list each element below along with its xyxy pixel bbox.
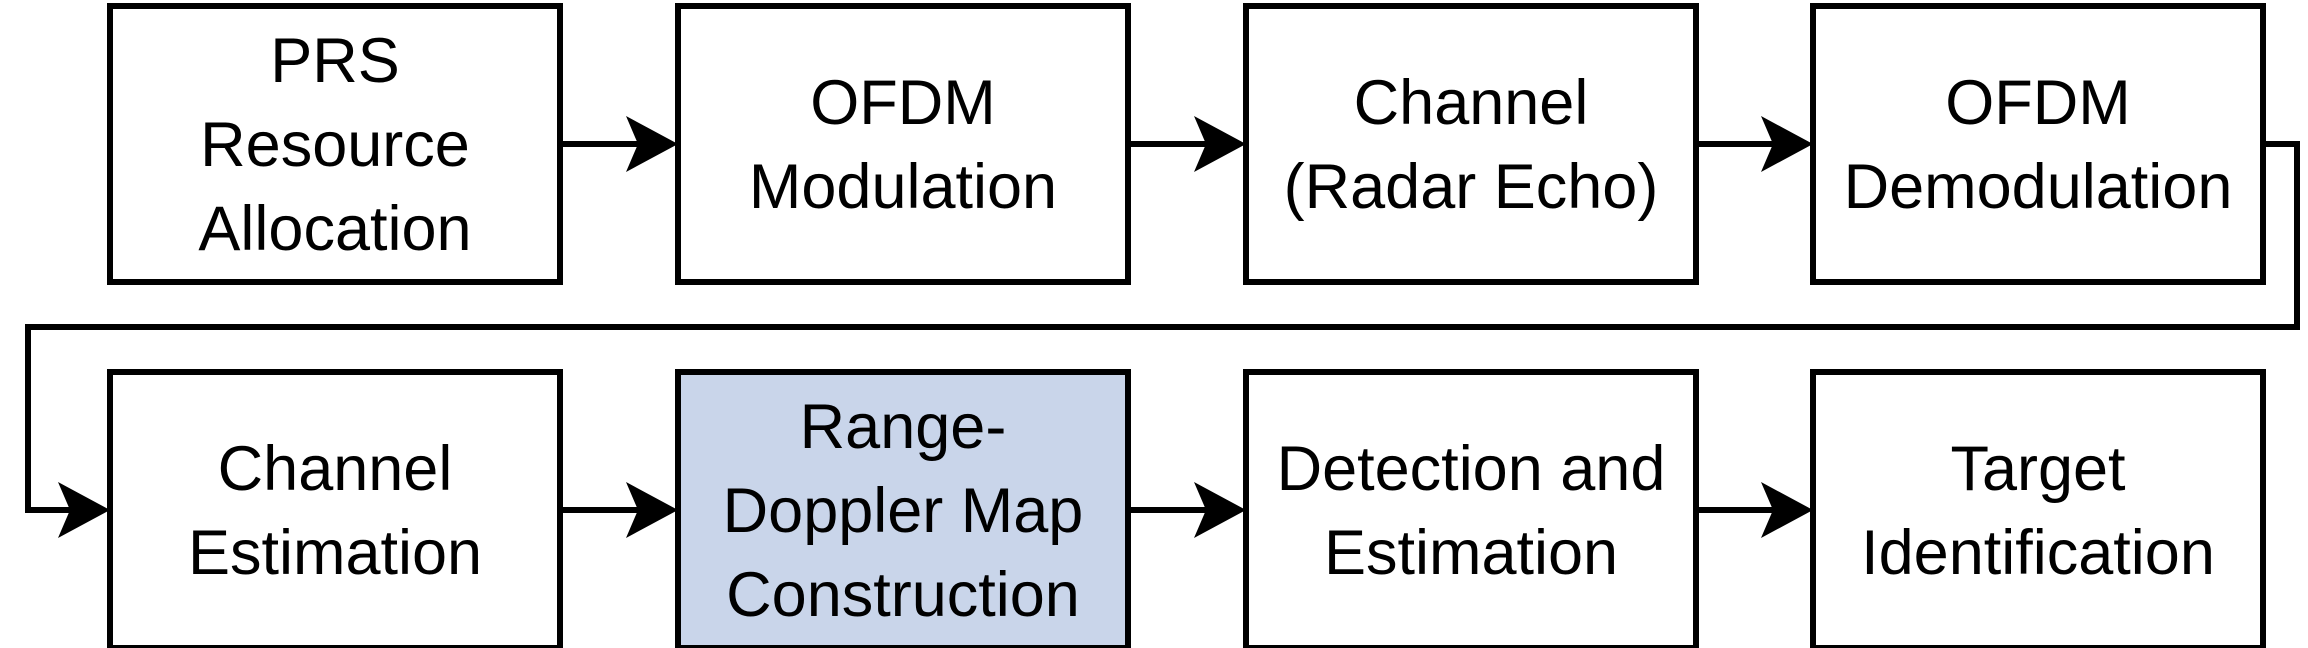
block-box — [1243, 369, 1699, 648]
arrow-wraparound — [25, 141, 2300, 513]
block-box — [1810, 369, 2266, 648]
block-label-line: Doppler Map — [723, 476, 1084, 546]
block-label-line: Estimation — [1324, 518, 1618, 588]
arrow-wraparound-head — [58, 482, 110, 538]
arrow-r2-2-head — [1194, 482, 1246, 538]
block-label-line: Resource — [200, 110, 470, 180]
arrow-r1-3-head — [1761, 116, 1813, 172]
block-label-line: (Radar Echo) — [1284, 152, 1659, 222]
connectors — [25, 116, 2300, 538]
block-label-line: OFDM — [810, 68, 995, 138]
block-label-line: Demodulation — [1844, 152, 2233, 222]
block-label-line: Detection and — [1277, 434, 1666, 504]
block-channel-radar-echo: Channel (Radar Echo) — [1243, 3, 1699, 285]
block-box — [1243, 3, 1699, 285]
block-label-line: PRS — [270, 26, 400, 96]
block-label-line: Allocation — [198, 194, 471, 264]
arrow-r1-2-head — [1194, 116, 1246, 172]
arrow-r2-3-head — [1761, 482, 1813, 538]
block-label-line: Channel — [218, 434, 453, 504]
block-box — [107, 369, 563, 648]
block-label-line: OFDM — [1945, 68, 2130, 138]
block-ofdm-demodulation: OFDM Demodulation — [1810, 3, 2266, 285]
block-label-line: Modulation — [749, 152, 1057, 222]
block-label-line: Estimation — [188, 518, 482, 588]
block-label-line: Target — [1950, 434, 2126, 504]
block-label-line: Identification — [1861, 518, 2215, 588]
block-box — [1810, 3, 2266, 285]
blocks: PRSResourceAllocationOFDMModulationChann… — [107, 3, 2266, 648]
block-box — [107, 3, 563, 285]
block-box — [675, 3, 1131, 285]
block-label-line: Construction — [726, 560, 1080, 630]
arrow-r2-1-head — [626, 482, 678, 538]
block-ofdm-modulation: OFDM Modulation — [675, 3, 1131, 285]
arrow-r1-1-head — [626, 116, 678, 172]
block-box — [675, 369, 1131, 648]
block-label-line: Channel — [1354, 68, 1589, 138]
block-label-line: Range- — [800, 392, 1007, 462]
